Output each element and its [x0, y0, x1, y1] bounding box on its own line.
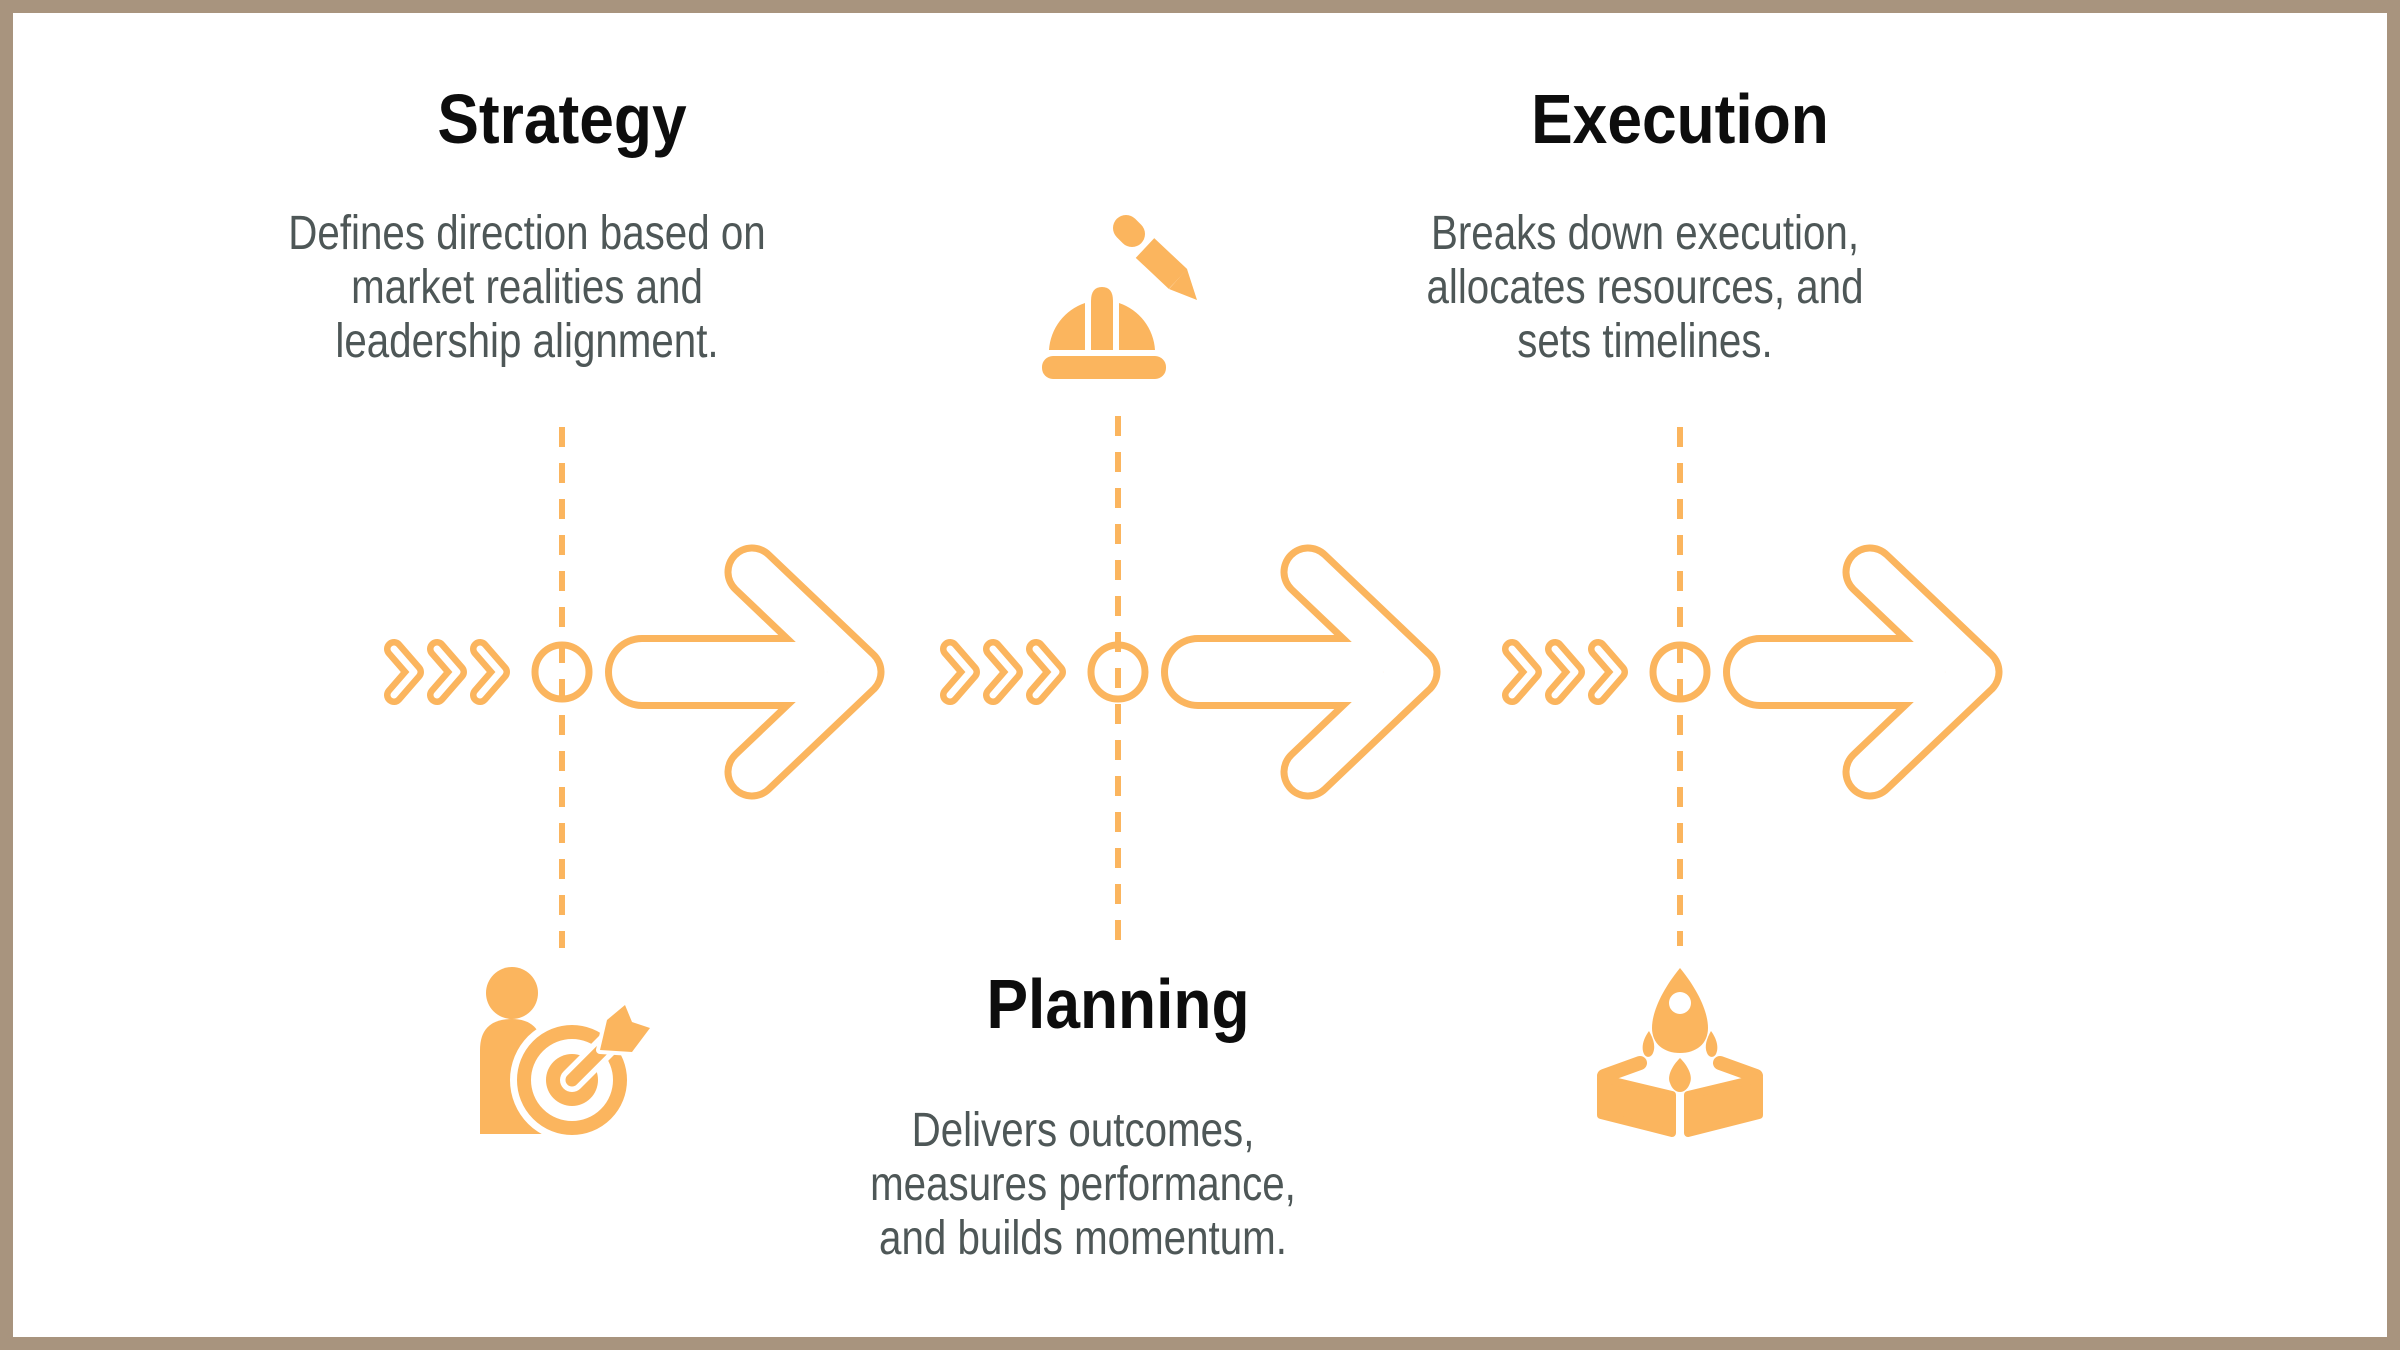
stage-description-strategy: Defines direction based on market realit… [288, 207, 766, 368]
flow-arrow-group-1 [394, 572, 857, 772]
person-target-icon [480, 967, 654, 1142]
flow-arrow-group-2 [950, 572, 1413, 772]
stage-description-execution: Breaks down execution, allocates resourc… [1426, 207, 1864, 368]
rocket-launch-box-icon [1597, 968, 1763, 1137]
stage-title-planning: Planning [986, 965, 1250, 1043]
stage-description-planning: Delivers outcomes, measures performance,… [870, 1104, 1296, 1265]
hard-hat-pencil-icon [1042, 215, 1197, 379]
flow-arrow-group-3 [1512, 572, 1975, 772]
stage-title-strategy: Strategy [437, 80, 687, 158]
stage-title-execution: Execution [1531, 80, 1829, 158]
